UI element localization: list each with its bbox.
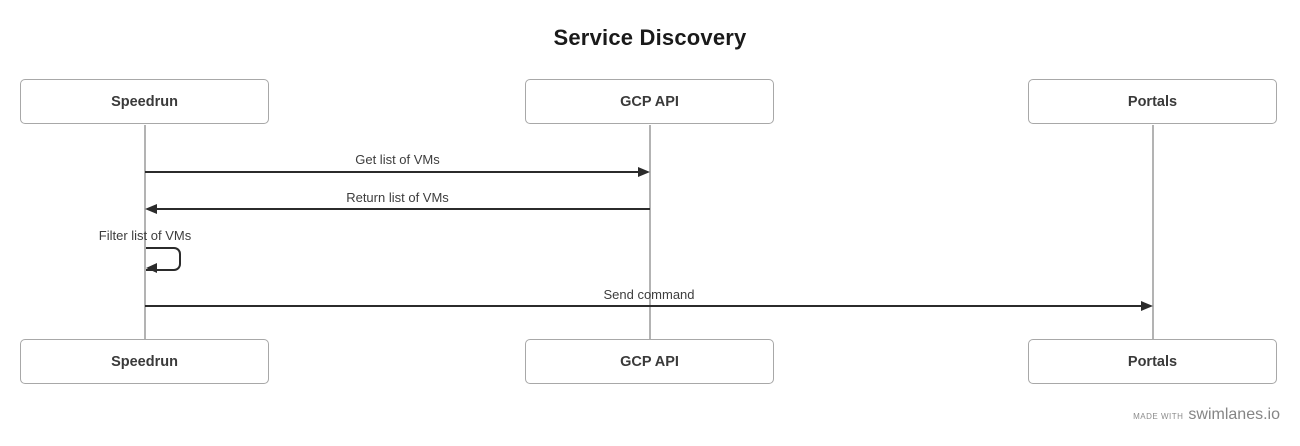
lifeline-gcp-api [649, 125, 651, 339]
message-line [157, 208, 650, 210]
arrowhead-left-icon [146, 263, 157, 273]
footer: made with swimlanes.io [1133, 406, 1280, 424]
message-label-filter-list-of-vms: Filter list of VMs [98, 228, 192, 243]
actor-label: Speedrun [111, 93, 178, 110]
message-label-get-list-of-vms: Get list of VMs [355, 152, 440, 167]
actor-label: Portals [1127, 93, 1178, 110]
arrowhead-right-icon [638, 167, 650, 177]
message-line [145, 305, 1141, 307]
lifeline-portals [1152, 125, 1154, 339]
actor-label: Portals [1127, 353, 1178, 370]
message-label-send-command: Send command [603, 287, 695, 302]
swimlanes-brand-link[interactable]: swimlanes.io [1188, 406, 1280, 423]
diagram-title: Service Discovery [553, 25, 747, 50]
actor-label: GCP API [620, 93, 679, 110]
arrowhead-right-icon [1141, 301, 1153, 311]
actor-top-portals: Portals [1028, 79, 1277, 124]
message-line [145, 171, 639, 173]
lifeline-speedrun [144, 125, 146, 339]
actor-label: Speedrun [111, 353, 178, 370]
actor-top-speedrun: Speedrun [20, 79, 269, 124]
arrowhead-left-icon [145, 204, 157, 214]
actor-bottom-gcp-api: GCP API [525, 339, 774, 384]
message-label-return-list-of-vms: Return list of VMs [346, 190, 449, 205]
actor-bottom-speedrun: Speedrun [20, 339, 269, 384]
self-loop-arrow [146, 247, 181, 271]
actor-top-gcp-api: GCP API [525, 79, 774, 124]
actor-bottom-portals: Portals [1028, 339, 1277, 384]
actor-label: GCP API [620, 353, 679, 370]
made-with-text: made with [1133, 412, 1184, 421]
